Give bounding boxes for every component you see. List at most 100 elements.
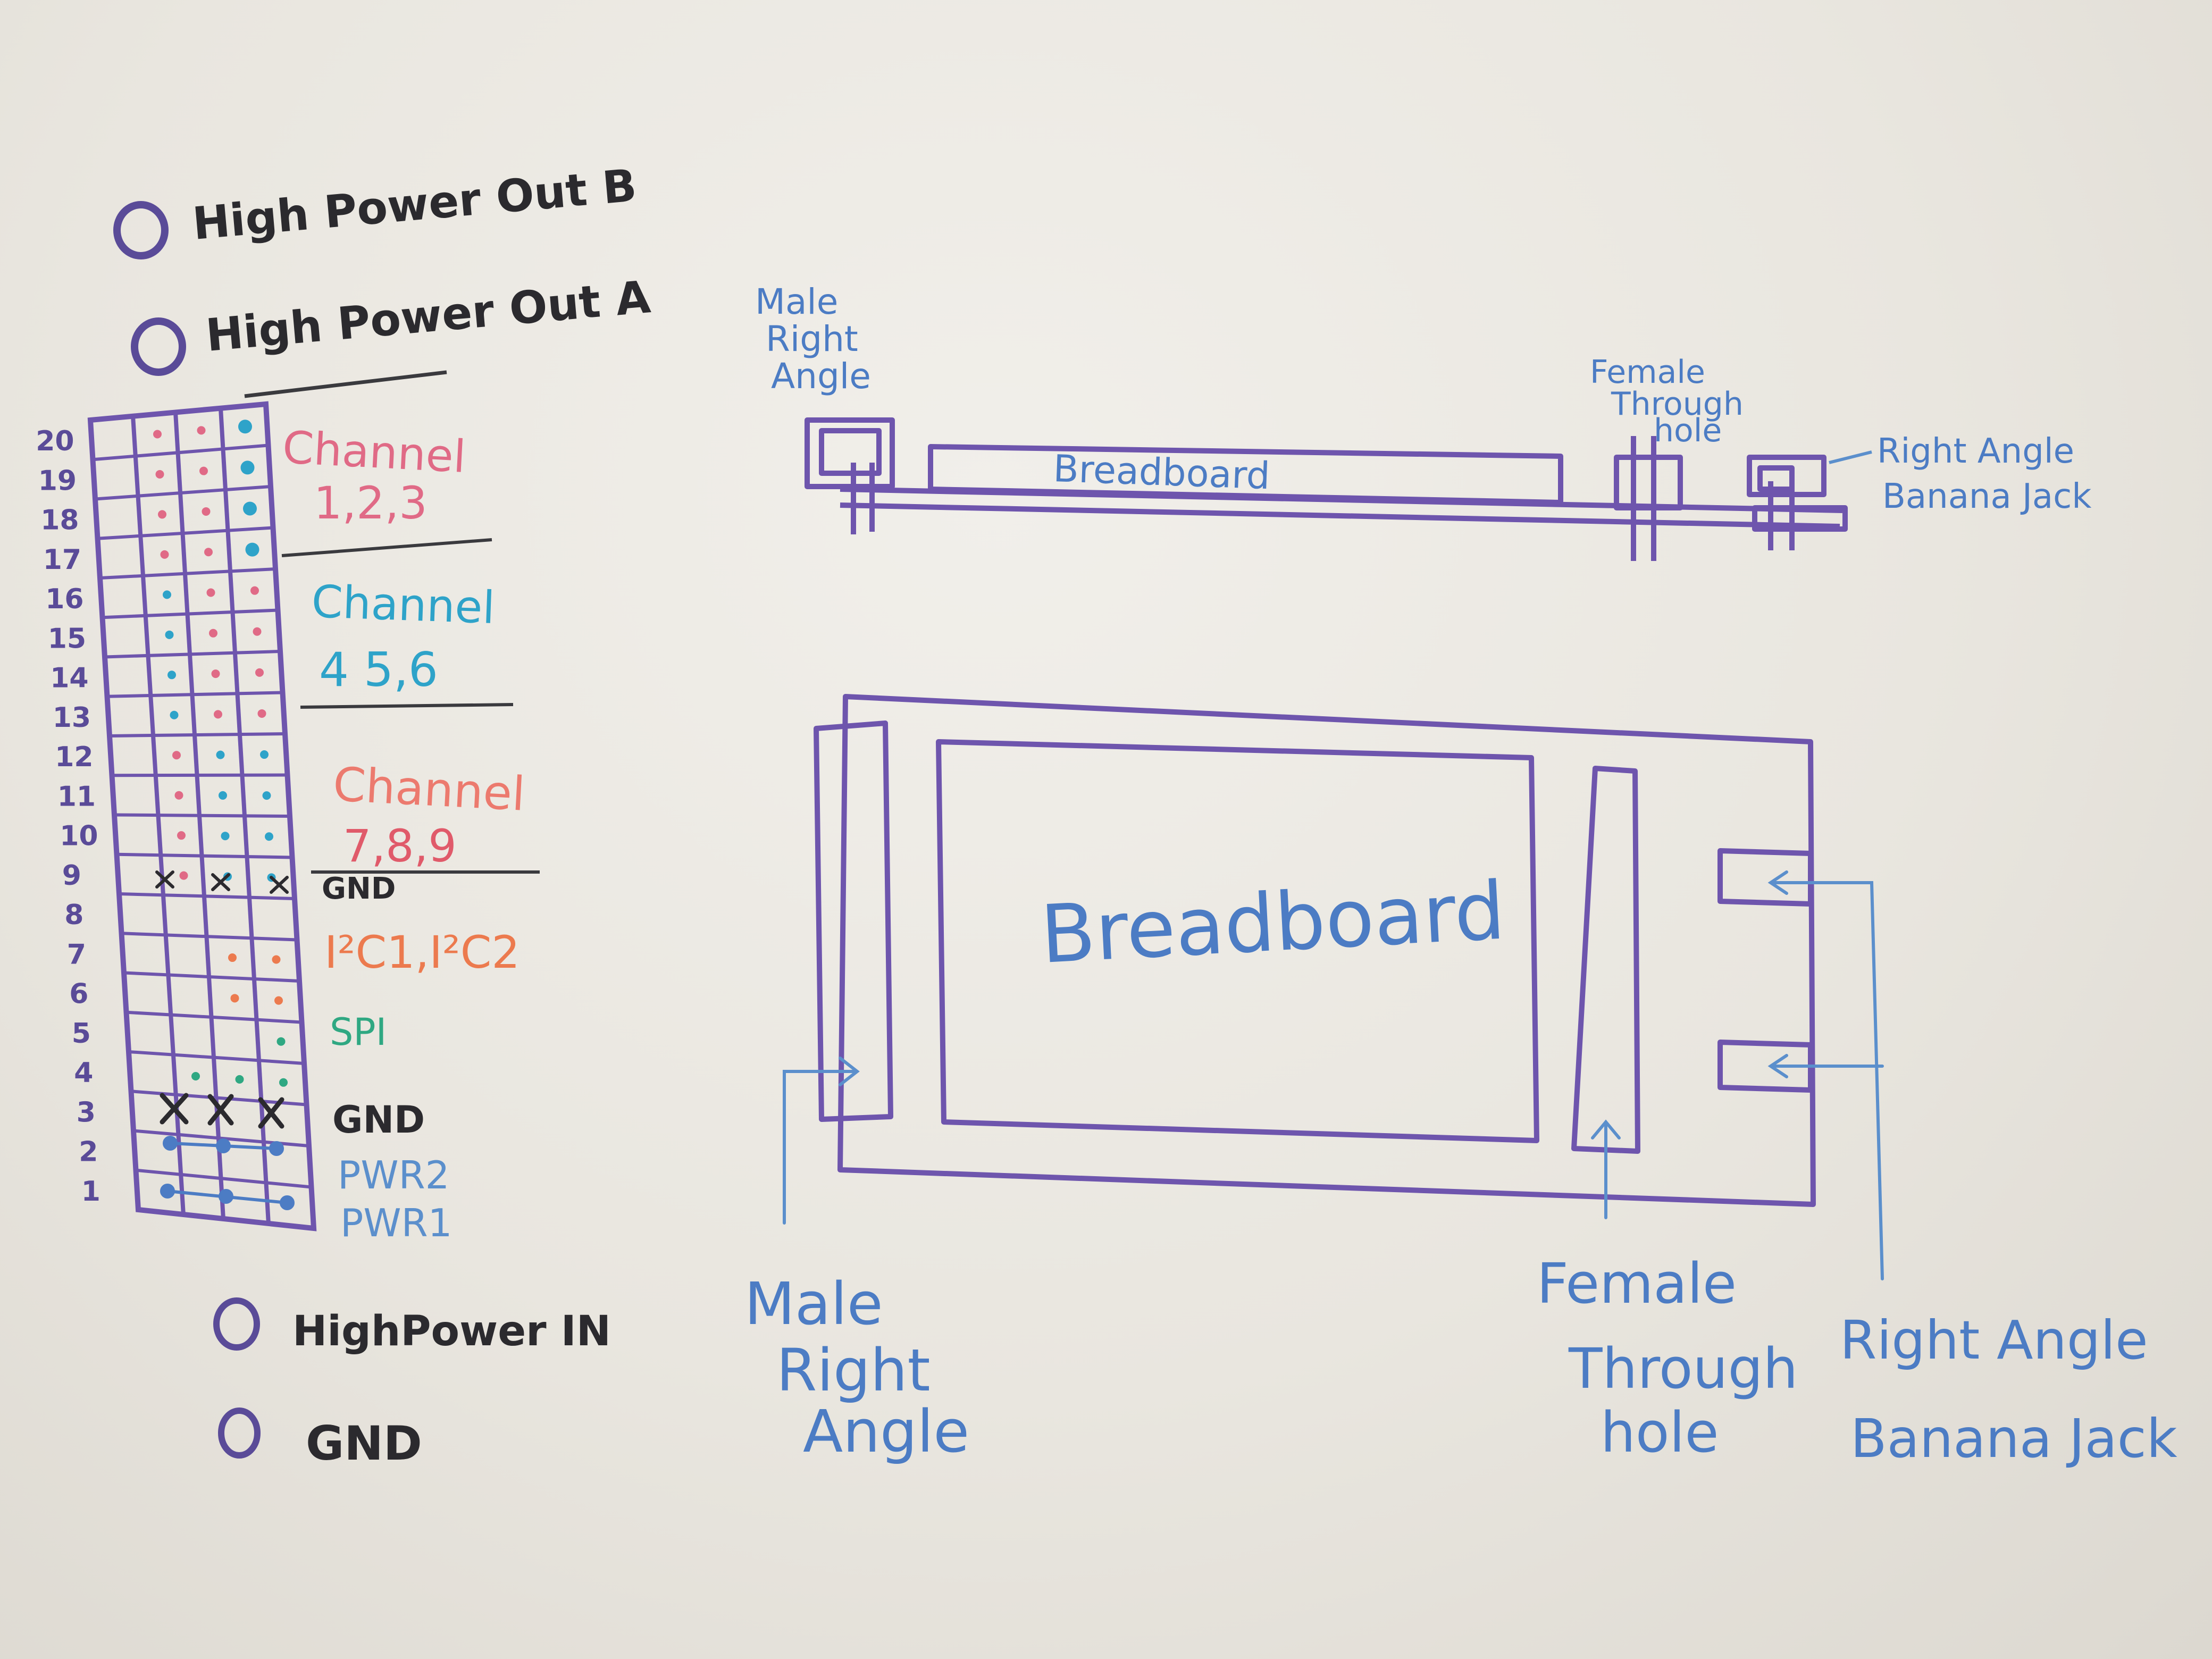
header-row-line [126,1010,302,1024]
row-number: 15 [48,623,86,655]
row-number: 5 [72,1018,91,1050]
top-view-pointers [783,870,1884,1280]
pin-dot [219,791,227,800]
pin-dot [250,586,259,595]
row-number: 4 [74,1057,93,1089]
pin-dot [170,710,179,719]
divider-line [300,703,514,709]
group-label: Channel [311,575,496,634]
pin-dot [279,1078,288,1087]
svg-text:Female: Female [1537,1251,1737,1316]
terminal-high-power-out-b: High Power Out B [113,159,639,259]
pin-dot [276,1037,286,1046]
row-number: 17 [43,544,81,576]
row-number: 13 [53,702,91,734]
row-number: 10 [60,820,98,852]
side-view [805,417,1848,561]
pin-dot [179,871,188,880]
svg-text:Banana Jack: Banana Jack [1850,1407,2177,1470]
row-number: 7 [67,939,86,970]
header-row-line [136,1168,312,1189]
pin-dot [174,791,183,800]
header-row-line [109,732,286,738]
svg-text:Angle: Angle [803,1397,969,1465]
svg-text:Male: Male [744,1270,883,1338]
svg-text:hole: hole [1654,412,1722,449]
pin-dot [260,750,269,759]
pin-dot [204,548,213,557]
header-row-line [93,443,269,462]
pin-dot [177,831,186,840]
row-number: 12 [55,741,93,773]
terminal-label: GND [306,1416,422,1471]
top-female-connector [1571,766,1640,1154]
pin-dot [221,832,230,841]
group-channel-1-2-3: Channel 1,2,3 [281,421,467,529]
top-breadboard-label: Breadboard [1038,865,1507,981]
svg-text:Right Angle: Right Angle [1840,1309,2148,1371]
group-channel-7-8-9: Channel 7,8,9 [332,757,526,872]
group-sublabel: 4 5,6 [319,642,438,697]
group-sublabel: 1,2,3 [314,477,428,529]
row-number: 1 [81,1176,100,1208]
header-row-line [116,852,292,859]
row-number: 19 [38,465,77,497]
pin-dot [172,751,181,760]
x-mark-icon [160,1093,284,1129]
header-pin-dots [153,420,288,1087]
pin-dot [158,510,166,519]
female-pointer-arrow [1591,1119,1621,1219]
header-row-line [102,608,278,619]
pin-dot [214,710,222,719]
power-bus-links [160,1136,295,1210]
pin-dot [228,953,237,962]
top-male-label: Male Right Angle [744,1270,969,1465]
svg-text:hole: hole [1601,1400,1719,1465]
svg-text:Angle: Angle [771,356,871,397]
pin-dot [167,671,176,680]
divider-line [244,370,447,398]
terminal-circle-icon [113,201,169,259]
top-breadboard [936,739,1539,1143]
pin-dot [155,470,164,479]
group-gnd-upper: GND [322,872,396,906]
male-pointer-arrow [783,1057,860,1225]
top-jack-label: Right Angle Banana Jack [1840,1309,2177,1470]
pin-dot [253,627,262,636]
header-row-line [107,691,283,698]
pin-dot [163,590,171,599]
pin-dot [209,629,217,638]
top-view [814,694,1816,1207]
header-rows [93,443,312,1189]
terminal-high-power-in: HighPower IN [213,1297,611,1355]
svg-text:Through: Through [1568,1336,1798,1401]
pin-dot [243,501,257,516]
group-channel-4-5-6: Channel 4 5,6 [311,575,496,697]
terminal-label: HighPower IN [292,1308,611,1355]
row-number: 2 [79,1136,98,1168]
x-mark-icon [155,870,289,894]
group-label: Channel [281,421,467,483]
pin-dot [272,955,281,964]
header-row-line [119,892,295,900]
row-number: 14 [50,663,88,694]
top-banana-jack-lower [1717,1040,1813,1093]
group-gnd-lower: GND [332,1098,425,1142]
group-label: Channel [332,757,526,822]
header-row-line [99,567,276,580]
row-number: 8 [64,899,83,931]
pin-dot [255,668,264,677]
terminal-label: High Power Out B [190,159,639,250]
terminal-circle-icon [131,317,186,376]
pin-dot [240,460,255,475]
pin-dot [245,542,259,557]
header-row-line [104,650,281,659]
group-pwr1: PWR1 [340,1201,452,1245]
top-male-connector [814,720,893,1122]
header-row-line [95,485,271,501]
group-pwr2: PWR2 [338,1153,449,1197]
side-jack-label: Right Angle Banana Jack [1877,432,2091,516]
